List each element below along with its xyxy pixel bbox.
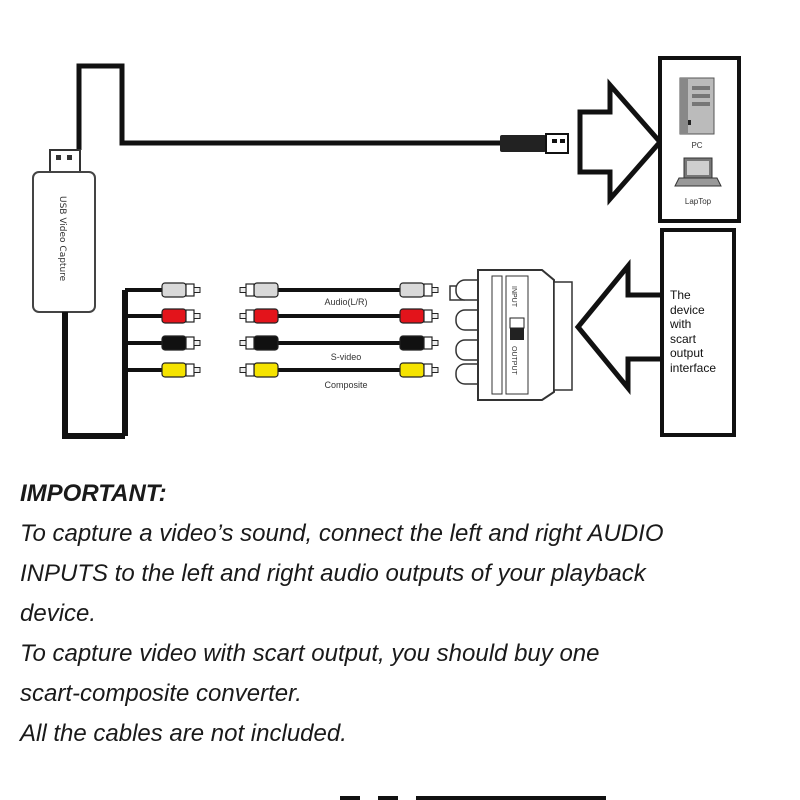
device-label-line-1: The — [670, 288, 691, 302]
device-label-line-5: output — [670, 346, 704, 360]
arrow-to-pc — [577, 78, 664, 206]
usb-capture-device: USB Video Capture — [32, 149, 96, 313]
notes-line-2: INPUTS to the left and right audio outpu… — [20, 560, 646, 587]
audio-cable-label: Audio(L/R) — [324, 297, 367, 307]
footer-divider — [378, 796, 398, 800]
footer-divider — [416, 796, 606, 800]
notes-line-5: scart-composite converter. — [20, 680, 302, 707]
rca-cable-composite — [125, 362, 439, 378]
usb-cable — [76, 63, 500, 150]
scart-input-label: INPUT — [510, 286, 517, 308]
rca-cable-audio-left — [125, 282, 439, 298]
rca-cable-svideo — [125, 335, 439, 351]
notes-line-1: To capture a video’s sound, connect the … — [20, 520, 664, 547]
device-label-line-2: device — [670, 303, 705, 317]
usb-plug-pc — [500, 133, 569, 154]
rca-cables — [125, 282, 439, 378]
usb-device-label: USB Video Capture — [57, 196, 67, 282]
notes-line-4: To capture video with scart output, you … — [20, 640, 600, 667]
laptop-icon — [674, 157, 722, 187]
notes-heading: IMPORTANT: — [20, 480, 167, 507]
pc-tower-icon — [679, 77, 715, 135]
rca-cable-audio-right — [125, 308, 439, 324]
scart-output-label: OUTPUT — [510, 346, 517, 376]
footer-divider — [340, 796, 360, 800]
svideo-cable-label: S-video — [331, 352, 362, 362]
device-label-line-4: scart — [670, 332, 697, 346]
pc-label: PC — [691, 141, 702, 150]
arrow-from-device — [574, 259, 662, 395]
connection-diagram: USB Video Capture PC LapTop The device w… — [32, 56, 741, 439]
computer-box: PC LapTop — [658, 56, 741, 223]
device-box: The device with scart output interface — [660, 228, 736, 437]
capture-cable-bundle — [62, 312, 125, 439]
device-label-line-6: interface — [670, 361, 716, 375]
composite-cable-label: Composite — [324, 380, 367, 390]
laptop-label: LapTop — [685, 197, 712, 206]
notes-line-3: device. — [20, 600, 97, 627]
scart-adapter: INPUT OUTPUT — [449, 269, 573, 401]
notes-line-6: All the cables are not included. — [20, 720, 347, 747]
important-notes: IMPORTANT: To capture a video’s sound, c… — [20, 474, 790, 754]
device-label-line-3: with — [669, 317, 691, 331]
